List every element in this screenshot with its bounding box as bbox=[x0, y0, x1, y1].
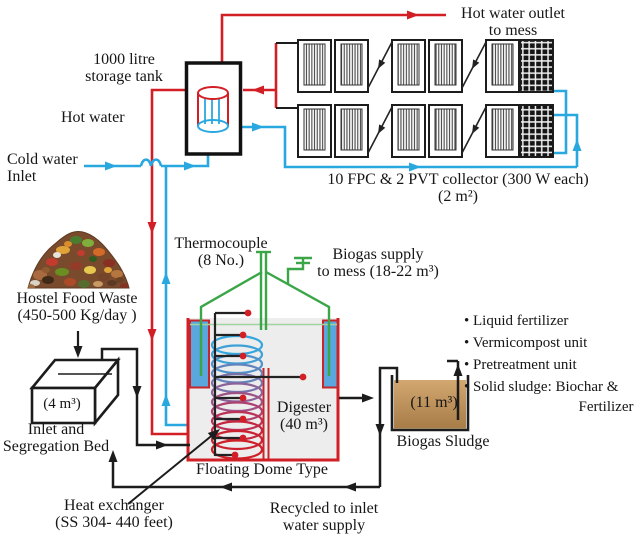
thermocouple-label: Thermocouple (8 No.) bbox=[174, 235, 268, 270]
list-item: • Pretreatment unit bbox=[464, 357, 577, 373]
storage-tank-label: 1000 litre storage tank bbox=[85, 51, 163, 86]
digester-tank bbox=[186, 318, 340, 462]
list-item: • Solid sludge: Biochar & bbox=[464, 379, 619, 395]
digester-outlet-arrow bbox=[339, 393, 374, 403]
heat-exchanger-pointer-arrow bbox=[127, 429, 220, 505]
list-item: • Vermicompost unit bbox=[464, 335, 588, 351]
tank-internal-coil bbox=[197, 86, 229, 133]
inner-wall bbox=[262, 368, 270, 459]
food-waste-pile bbox=[27, 230, 130, 289]
sludge-volume-label: (11 m³) bbox=[410, 394, 458, 411]
solar-collector-array bbox=[276, 39, 554, 158]
cold-water-flow-arrows bbox=[105, 122, 582, 406]
segregation-bed bbox=[29, 356, 121, 427]
sludge-tank bbox=[390, 375, 470, 432]
hot-water-outlet-label: Hot water outlet to mess bbox=[427, 5, 599, 39]
water-seal-right bbox=[322, 319, 339, 389]
biogas-dome bbox=[199, 250, 331, 376]
heat-exchanger-label: Heat exchanger (SS 304- 440 feet) bbox=[55, 497, 173, 532]
list-item-continuation: Fertilizer bbox=[578, 399, 634, 415]
connector-arrows bbox=[378, 59, 480, 134]
fpc-panels-row2 bbox=[297, 104, 520, 158]
pvt-panel-row1 bbox=[519, 39, 554, 93]
biogas-supply-label: Biogas supply to mess (18-22 m³) bbox=[317, 246, 439, 281]
list-item: • Liquid fertilizer bbox=[464, 313, 569, 329]
gas-valve-icon bbox=[286, 256, 312, 284]
waste-to-bed-arrow bbox=[73, 331, 83, 358]
sludge-products-list: • Liquid fertilizer • Vermicompost unit … bbox=[464, 310, 618, 398]
digester-label: Digester (40 m³) bbox=[276, 399, 332, 434]
hot-water-outlet-line2: to mess bbox=[488, 22, 538, 40]
cold-water-inlet-label: Cold water Inlet bbox=[7, 151, 78, 186]
segregation-bed-label: Inlet and Segregation Bed bbox=[2, 421, 110, 456]
feed-pipe bbox=[100, 347, 190, 450]
storage-tank bbox=[184, 61, 243, 156]
hot-water-outlet-line1: Hot water outlet bbox=[461, 5, 565, 22]
recycle-pipe bbox=[108, 450, 380, 492]
recycled-water-label: Recycled to inlet water supply bbox=[269, 500, 379, 535]
fpc-panels-row1 bbox=[297, 39, 520, 93]
hot-water-label: Hot water bbox=[61, 109, 125, 126]
water-seal-left bbox=[189, 319, 210, 389]
pvt-panel-row2 bbox=[519, 104, 554, 158]
hot-water-flow-arrows bbox=[147, 10, 419, 341]
floating-dome-label: Floating Dome Type bbox=[196, 461, 328, 478]
bed-volume-label: (4 m³) bbox=[43, 396, 81, 412]
thermocouple-tips bbox=[231, 309, 307, 459]
collector-series-connectors bbox=[367, 41, 487, 154]
food-waste-label: Hostel Food Waste (450-500 Kg/day ) bbox=[16, 290, 138, 325]
sludge-pipes bbox=[375, 359, 463, 487]
collector-array-label: 10 FPC & 2 PVT collector (300 W each) (2… bbox=[327, 171, 589, 206]
biogas-sludge-label: Biogas Sludge bbox=[396, 433, 490, 450]
